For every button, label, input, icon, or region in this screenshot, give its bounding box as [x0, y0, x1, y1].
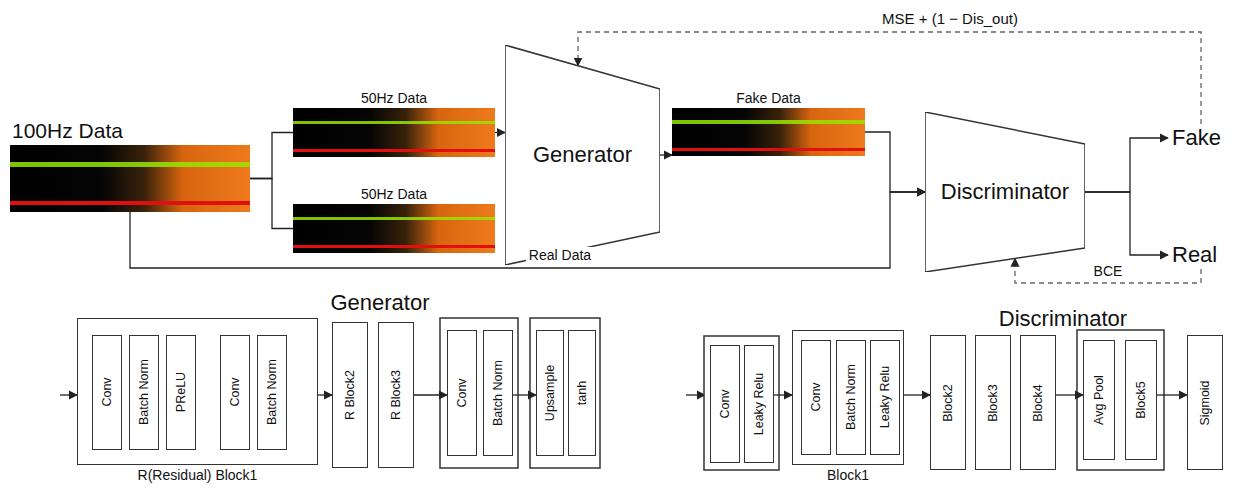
- flow-arrow: [865, 132, 925, 192]
- layer-box: Leaky Relu: [870, 340, 900, 455]
- flow-arrow: [660, 154, 672, 155]
- flow-arrow: [774, 394, 792, 395]
- group-frame: [1077, 330, 1164, 470]
- layer-box: Batch Norm: [483, 330, 513, 456]
- layer-name: R Block3: [389, 370, 403, 420]
- node-label: Generator: [533, 142, 632, 168]
- layer-name: Block2: [941, 384, 955, 422]
- layer-box: R Block2: [332, 322, 368, 468]
- layer-name: Leaky Relu: [878, 366, 892, 429]
- group-frame: [530, 318, 600, 468]
- trapezoid-shape: [925, 112, 1085, 272]
- output-label: Fake: [1170, 124, 1232, 152]
- layer-box: R Block3: [378, 322, 414, 468]
- node-label: Fake Data: [736, 90, 801, 106]
- layer-name: Conv: [100, 377, 114, 406]
- node-label: 100Hz Data: [12, 119, 123, 143]
- layer-box: Batch Norm: [836, 340, 866, 455]
- flow-arrow: [1085, 192, 1168, 255]
- layer-box: Upsample: [536, 330, 564, 456]
- flow-arrow: [1056, 394, 1083, 395]
- layer-name: Avg Pool: [1092, 375, 1106, 425]
- layer-name: PReLU: [174, 372, 188, 412]
- flow-arrow: [250, 133, 293, 179]
- layer-name: Upsample: [543, 365, 557, 421]
- layer-box: Conv: [220, 335, 250, 450]
- flow-arrow: [495, 132, 505, 133]
- layer-name: Conv: [455, 378, 469, 407]
- flow-arrow: [904, 394, 930, 395]
- input-arrow: [686, 394, 705, 395]
- residual-block: R(Residual) Block1ConvBatch NormPReLUCon…: [77, 318, 318, 465]
- node-label: 50Hz Data: [361, 186, 427, 202]
- layer-name: Batch Norm: [844, 364, 858, 430]
- layer-box: Leaky Relu: [744, 345, 774, 463]
- output-label: Real: [1170, 241, 1232, 269]
- spectrogram-image: 50Hz Data: [293, 204, 495, 253]
- group-frame: [440, 318, 518, 468]
- layer-name: Sigmoid: [1198, 380, 1212, 425]
- layer-box: Conv: [710, 345, 740, 463]
- layer-name: tanh: [575, 381, 589, 405]
- layer-box: Conv: [447, 330, 477, 456]
- layer-name: Conv: [718, 389, 732, 418]
- edge-label: BCE: [1091, 263, 1126, 279]
- layer-name: Block5: [1134, 381, 1148, 419]
- section-title: Generator: [330, 290, 429, 316]
- node-label: Discriminator: [941, 179, 1069, 205]
- layer-name: Conv: [228, 377, 242, 406]
- node-label: Block1: [827, 467, 869, 483]
- spectrogram-image: 100Hz Data: [10, 145, 250, 212]
- group-frame: [704, 336, 779, 470]
- section-title: Discriminator: [999, 306, 1127, 332]
- edge-label: Real Data: [526, 247, 594, 263]
- layer-box: Batch Norm: [129, 335, 159, 450]
- layer-box: Avg Pool: [1083, 340, 1115, 460]
- layer-name: Block4: [1031, 384, 1045, 422]
- layer-box: Block4: [1020, 335, 1056, 470]
- trapezoid-shape: [505, 45, 660, 265]
- flow-arrow: [318, 394, 332, 395]
- node-label: Fake: [1170, 124, 1232, 152]
- layer-box: tanh: [568, 330, 596, 456]
- layer-box: Conv: [92, 335, 122, 450]
- flow-arrow: [414, 394, 447, 395]
- flow-arrow: [250, 179, 293, 229]
- flow-arrow: [1085, 138, 1168, 192]
- layer-name: Batch Norm: [265, 359, 279, 425]
- discriminator-block: Discriminator: [925, 112, 1085, 272]
- layer-name: Leaky Relu: [752, 373, 766, 436]
- node-label: 50Hz Data: [361, 90, 427, 106]
- flow-arrow: [1157, 394, 1187, 395]
- layer-name: Batch Norm: [137, 359, 151, 425]
- layer-box: Block5: [1125, 340, 1157, 460]
- layer-box: Sigmoid: [1187, 335, 1223, 470]
- layer-box: Block2: [930, 335, 966, 470]
- layer-name: R Block2: [343, 370, 357, 420]
- input-arrow: [60, 394, 77, 395]
- node-label: R(Residual) Block1: [138, 467, 258, 483]
- generator-block: Generator: [505, 45, 660, 265]
- layer-box: Batch Norm: [257, 335, 287, 450]
- conv-block: Block1ConvBatch NormLeaky Relu: [792, 330, 904, 465]
- layer-name: Conv: [809, 382, 823, 411]
- spectrogram-image: 50Hz Data: [293, 108, 495, 157]
- layer-box: Block3: [975, 335, 1011, 470]
- layer-name: Batch Norm: [491, 360, 505, 426]
- flow-arrow: [513, 394, 536, 395]
- layer-box: Conv: [801, 340, 831, 455]
- edge-label: MSE + (1 − Dis_out): [879, 10, 1021, 27]
- layer-name: Block3: [986, 384, 1000, 422]
- layer-box: PReLU: [166, 335, 196, 450]
- node-label: Real: [1170, 241, 1232, 269]
- spectrogram-image: Fake Data: [672, 108, 865, 156]
